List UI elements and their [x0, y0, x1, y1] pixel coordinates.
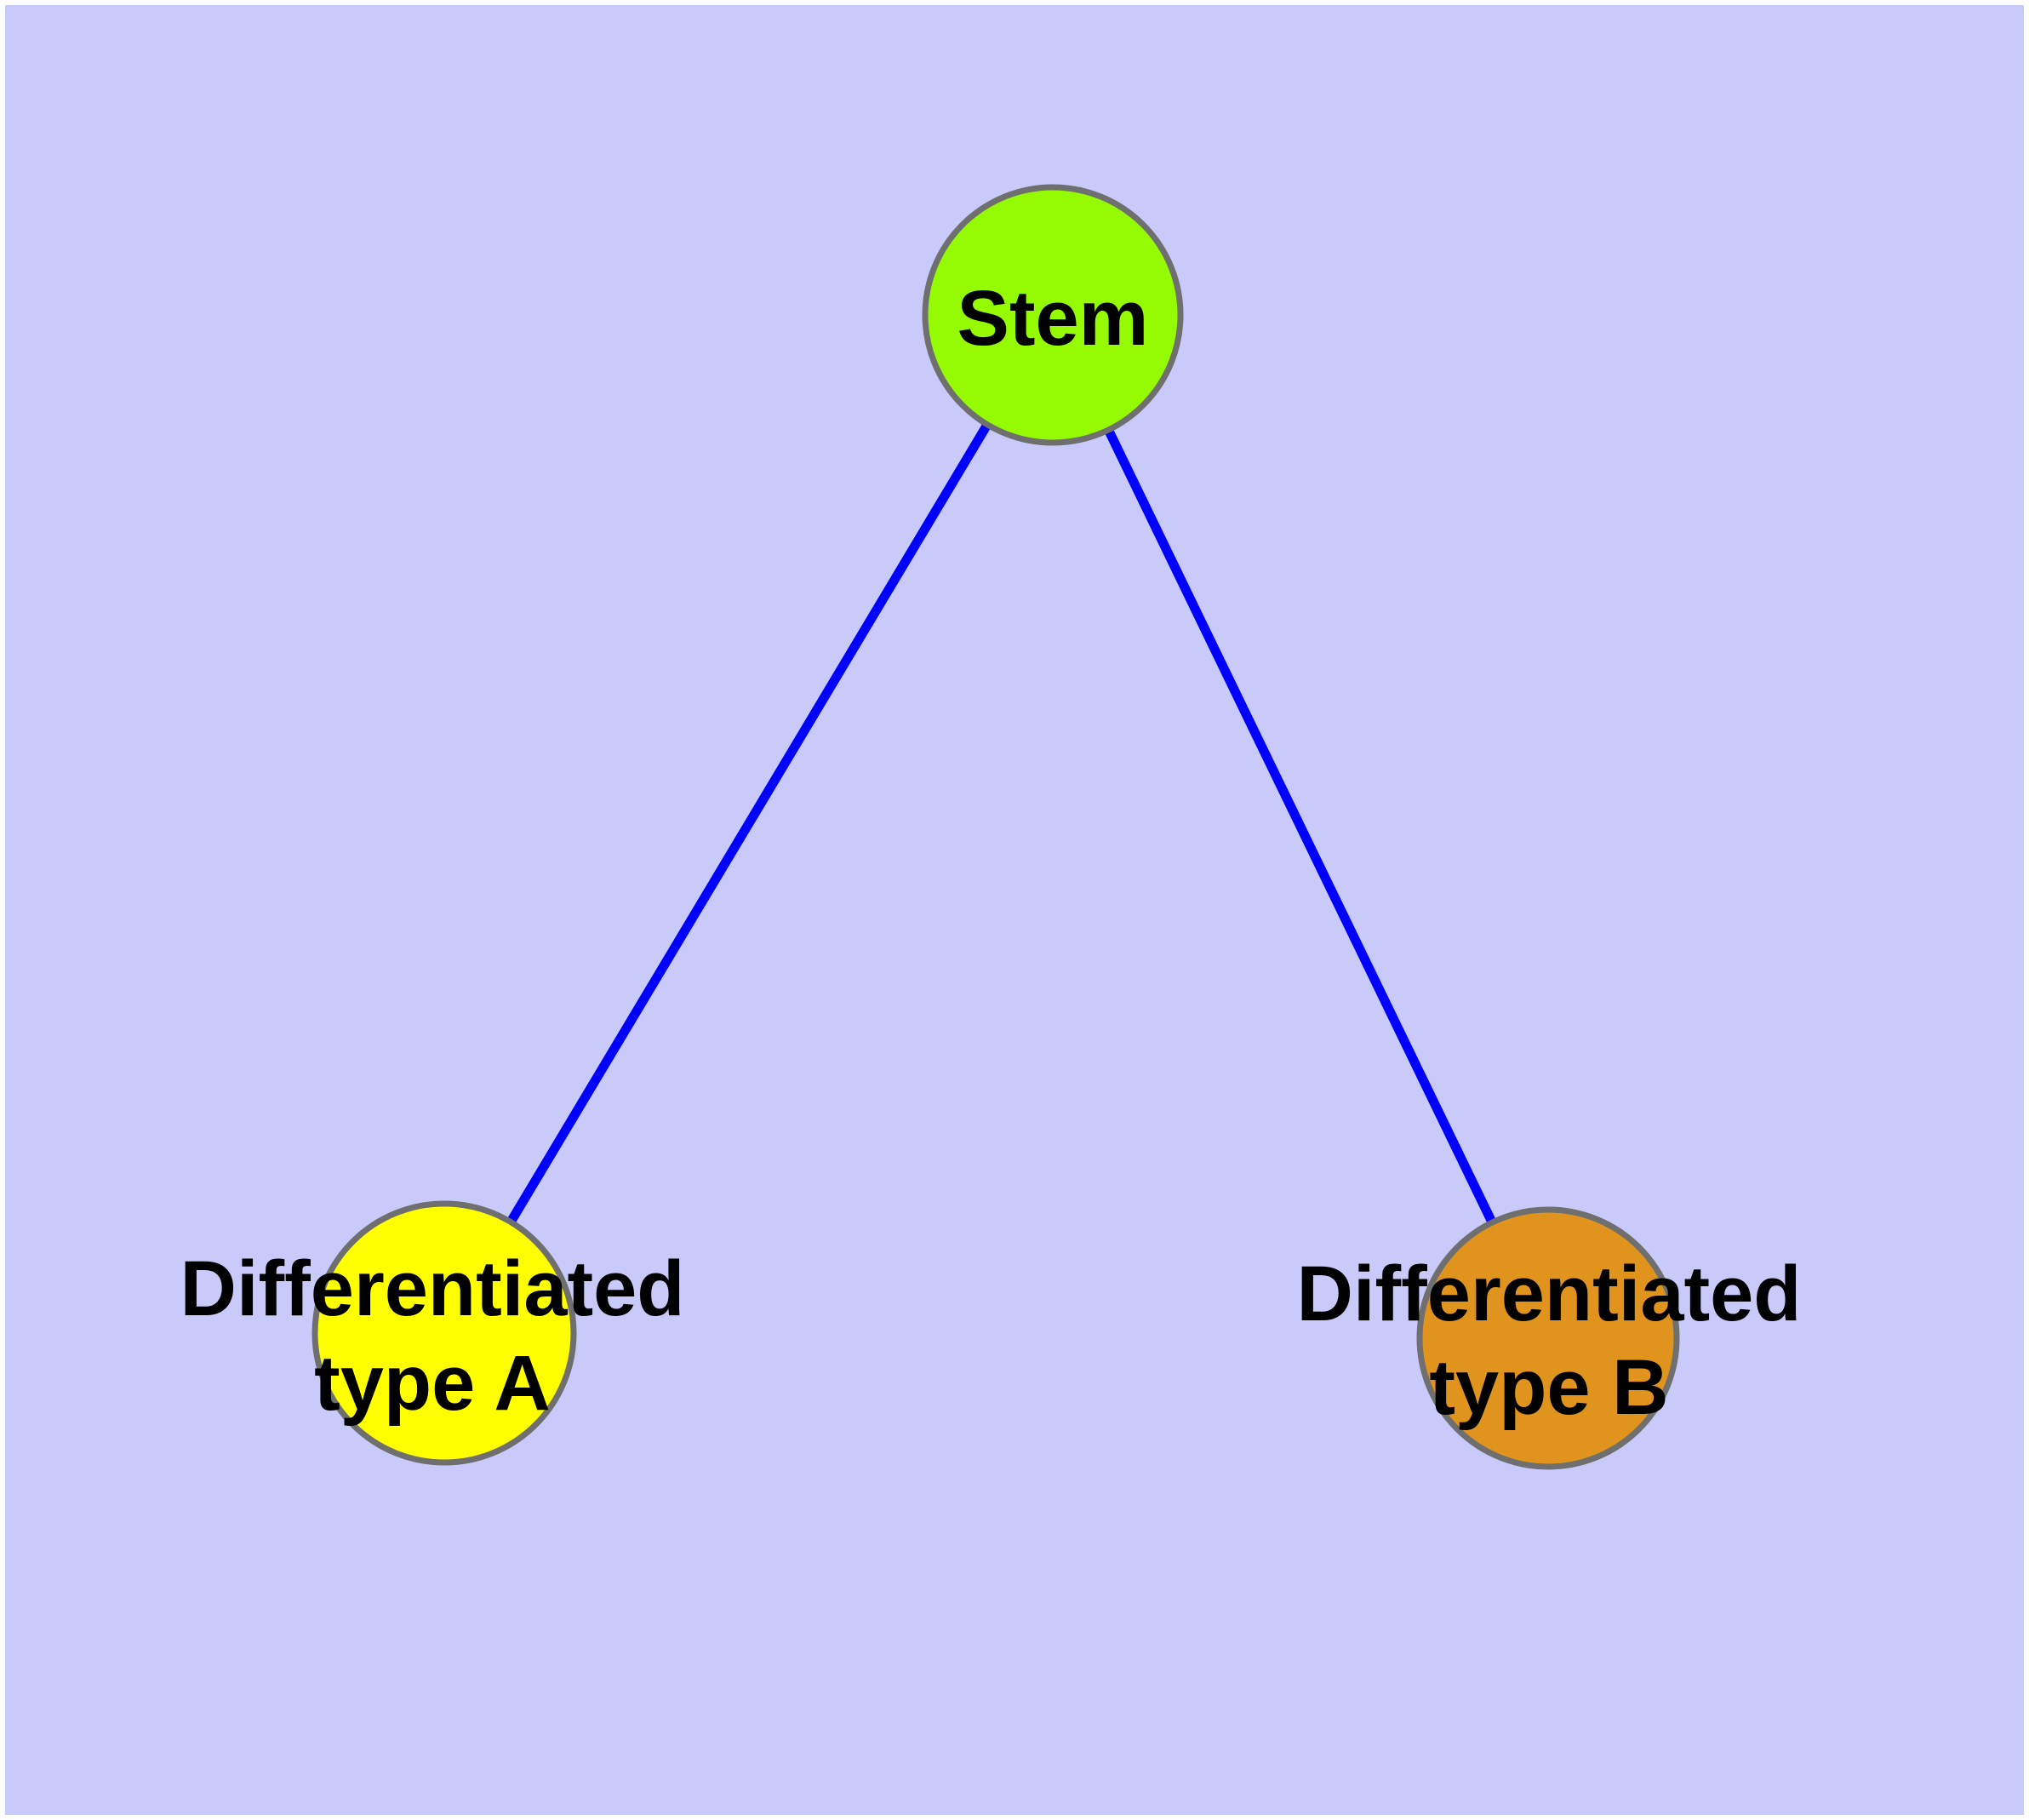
node-typeB-label-line1: Differentiated [1297, 1251, 1802, 1337]
node-typeA-label-line2: type A [314, 1340, 551, 1427]
node-typeB-label-line2: type B [1429, 1344, 1668, 1431]
edge-stem-to-typeA [440, 312, 1057, 1336]
node-stem-label: Stem [957, 275, 1149, 362]
node-typeB-circle [1416, 1206, 1680, 1470]
node-typeA-circle [311, 1200, 577, 1466]
node-stem-circle [922, 184, 1184, 446]
edge-stem-to-typeB [1049, 312, 1552, 1341]
node-typeA-label-line1: Differentiated [180, 1245, 685, 1332]
